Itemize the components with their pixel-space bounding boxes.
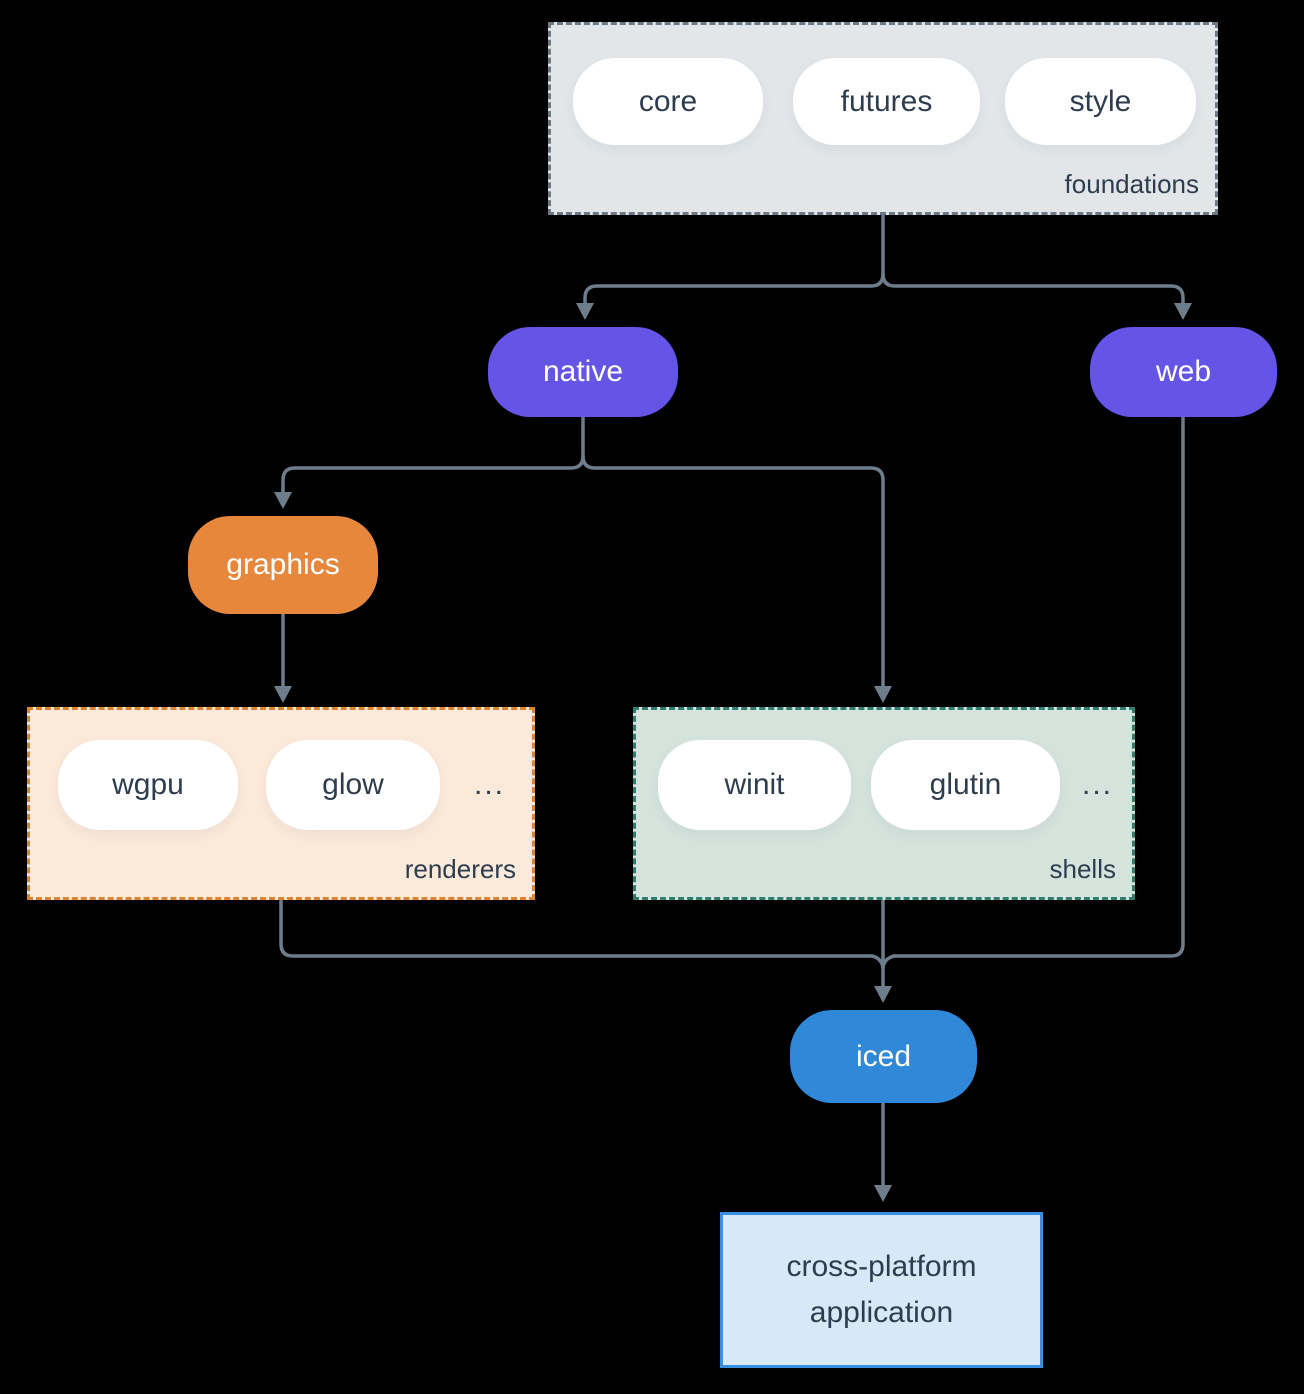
renderers-group-label: renderers	[404, 854, 516, 884]
shells-ellipsis: ...	[1082, 768, 1114, 801]
arrowhead-graphics	[274, 492, 292, 509]
arrowhead-shells	[874, 686, 892, 703]
node-glutin: glutin	[871, 740, 1060, 830]
shells-group-label: shells	[1049, 854, 1116, 884]
edge-renderers-merge	[279, 899, 874, 958]
renderers-ellipsis: ...	[474, 768, 506, 801]
node-graphics: graphics	[188, 516, 378, 614]
foundations-group-label: foundations	[1064, 169, 1199, 199]
arrowhead-renderers	[274, 686, 292, 703]
node-native-label: native	[542, 355, 624, 388]
node-cross-platform-application: cross-platform application	[720, 1212, 1043, 1368]
edge-native-graphics	[281, 415, 585, 494]
node-wgpu: wgpu	[58, 740, 238, 830]
node-core-label: core	[638, 84, 698, 118]
node-futures-label: futures	[840, 84, 933, 118]
arrowhead-native	[576, 303, 594, 320]
node-futures: futures	[793, 58, 980, 145]
node-winit-label: winit	[724, 768, 785, 801]
node-glow: glow	[266, 740, 440, 830]
node-native: native	[488, 327, 678, 417]
node-graphics-label: graphics	[226, 548, 340, 581]
node-iced-label: iced	[855, 1039, 912, 1073]
foundations-group: core futures style foundations	[548, 22, 1218, 215]
application-label: cross-platform application	[786, 1249, 977, 1330]
node-glutin-label: glutin	[929, 768, 1002, 801]
edge-native-shells	[581, 454, 885, 688]
node-web-label: web	[1155, 355, 1212, 388]
shells-group: winit glutin ... shells	[633, 707, 1135, 900]
node-style-label: style	[1069, 84, 1132, 118]
node-winit: winit	[658, 740, 851, 830]
arrowhead-iced	[874, 986, 892, 1003]
renderers-group: wgpu glow ... renderers	[27, 707, 535, 900]
edge-web-merge	[892, 415, 1185, 958]
edge-foundations-native	[583, 212, 885, 305]
edge-foundations-web	[881, 272, 1185, 305]
node-glow-label: glow	[322, 768, 384, 801]
node-style: style	[1005, 58, 1196, 145]
arrowhead-web	[1174, 303, 1192, 320]
node-web: web	[1090, 327, 1277, 417]
arrowhead-application	[874, 1185, 892, 1202]
node-core: core	[573, 58, 763, 145]
node-wgpu-label: wgpu	[112, 768, 184, 801]
node-iced: iced	[790, 1010, 977, 1103]
